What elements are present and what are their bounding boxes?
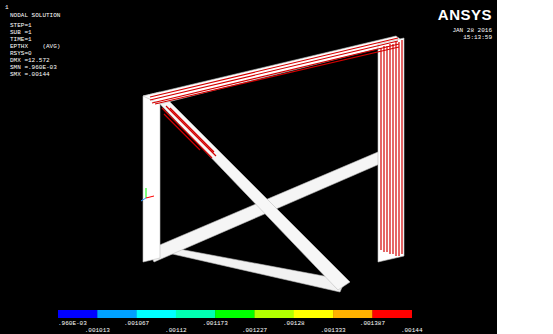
color-band	[294, 310, 334, 318]
color-band	[137, 310, 177, 318]
strain-contour	[150, 38, 402, 256]
color-band	[333, 310, 373, 318]
scale-value: .001227	[242, 327, 267, 334]
scale-value: .001173	[203, 320, 228, 327]
color-band	[97, 310, 137, 318]
color-band	[372, 310, 412, 318]
scale-value: .001333	[320, 327, 345, 334]
color-band	[58, 310, 98, 318]
axis-triad	[141, 188, 154, 201]
scale-value: .960E-03	[58, 320, 87, 327]
plot-time: 15:13:59	[463, 34, 492, 41]
coordinate-system: RSYS=0	[10, 50, 32, 57]
scale-value: .001387	[360, 320, 385, 327]
color-band	[255, 310, 295, 318]
software-logo: ANSYS	[438, 7, 492, 23]
max-value: SMX =.00144	[10, 71, 50, 78]
max-displacement: DMX =12.572	[10, 57, 50, 64]
scale-value: .00144	[401, 327, 423, 334]
plot-title: NODAL SOLUTION	[10, 12, 60, 19]
step-info: STEP=1	[10, 22, 32, 29]
color-band	[176, 310, 216, 318]
substep-info: SUB =1	[10, 29, 32, 36]
color-band	[215, 310, 255, 318]
color-bar	[58, 310, 412, 318]
plot-number: 1	[5, 4, 9, 11]
scale-value: .001067	[124, 320, 149, 327]
min-value: SMN =.960E-03	[10, 64, 57, 71]
scale-value: .001013	[85, 327, 110, 334]
scale-value: .00128	[283, 320, 305, 327]
truss-frame	[143, 36, 404, 292]
time-info: TIME=1	[10, 36, 32, 43]
viewport-background	[0, 0, 497, 334]
scale-value: .00112	[165, 327, 187, 334]
result-item: EPTHX (AVG)	[10, 43, 60, 50]
plot-date: JAN 28 2016	[452, 27, 492, 34]
